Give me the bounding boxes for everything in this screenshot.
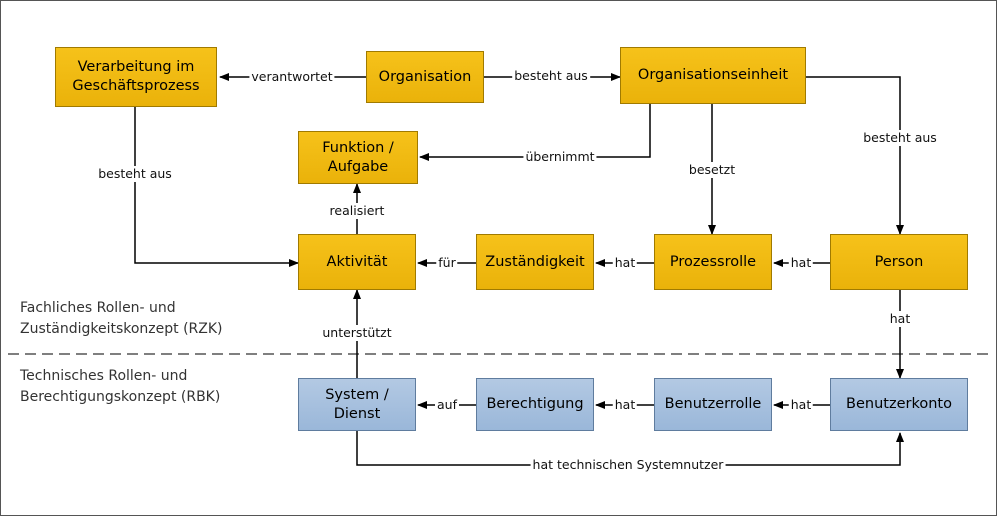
node-aktivitaet[interactable]: Aktivität <box>298 234 416 290</box>
edge-label-systemnutzer: hat technischen Systemnutzer <box>530 457 726 473</box>
node-person[interactable]: Person <box>830 234 968 290</box>
edge-label-auf: auf <box>435 397 459 413</box>
edge-label-hat-prozessrolle: hat <box>788 255 814 271</box>
node-system[interactable]: System / Dienst <box>298 378 416 431</box>
edge-label-besteht-aus-oe: besteht aus <box>861 130 939 146</box>
edge-besteht-aus-verarbeitung <box>134 107 299 267</box>
node-berechtigung[interactable]: Berechtigung <box>476 378 594 431</box>
edge-label-hat-berechtigung: hat <box>612 397 638 413</box>
node-prozessrolle[interactable]: Prozessrolle <box>654 234 772 290</box>
edge-label-besteht-aus-org: besteht aus <box>512 68 590 84</box>
node-benutzerrolle[interactable]: Benutzerrolle <box>654 378 772 431</box>
node-organisation[interactable]: Organisation <box>366 51 484 103</box>
edge-uebernimmt <box>419 104 651 161</box>
zone-label-rbk: Technisches Rollen- und Berechtigungskon… <box>20 368 221 405</box>
edge-besteht-aus-oe <box>806 76 904 235</box>
edge-label-hat-zustaendigkeit: hat <box>612 255 638 271</box>
edge-label-unterstuetzt: unterstützt <box>320 325 394 341</box>
edge-label-realisiert: realisiert <box>327 203 387 219</box>
edge-label-hat-benutzerrolle: hat <box>788 397 814 413</box>
node-benutzerkonto[interactable]: Benutzerkonto <box>830 378 968 431</box>
edge-label-besteht-aus-verarbeitung: besteht aus <box>96 166 174 182</box>
node-zustaendigkeit[interactable]: Zuständigkeit <box>476 234 594 290</box>
edge-label-fuer: für <box>436 255 458 271</box>
edge-label-uebernimmt: übernimmt <box>523 149 597 165</box>
node-funktion[interactable]: Funktion / Aufgabe <box>298 131 418 184</box>
edge-label-verantwortet: verantwortet <box>249 69 335 85</box>
node-verarbeitung[interactable]: Verarbeitung im Geschäftsprozess <box>55 47 217 107</box>
edge-label-besetzt: besetzt <box>686 162 738 178</box>
zone-label-rzk: Fachliches Rollen- und Zuständigkeitskon… <box>20 300 223 337</box>
edge-label-hat-benutzerkonto: hat <box>887 311 913 327</box>
node-organisationseinheit[interactable]: Organisationseinheit <box>620 47 806 104</box>
